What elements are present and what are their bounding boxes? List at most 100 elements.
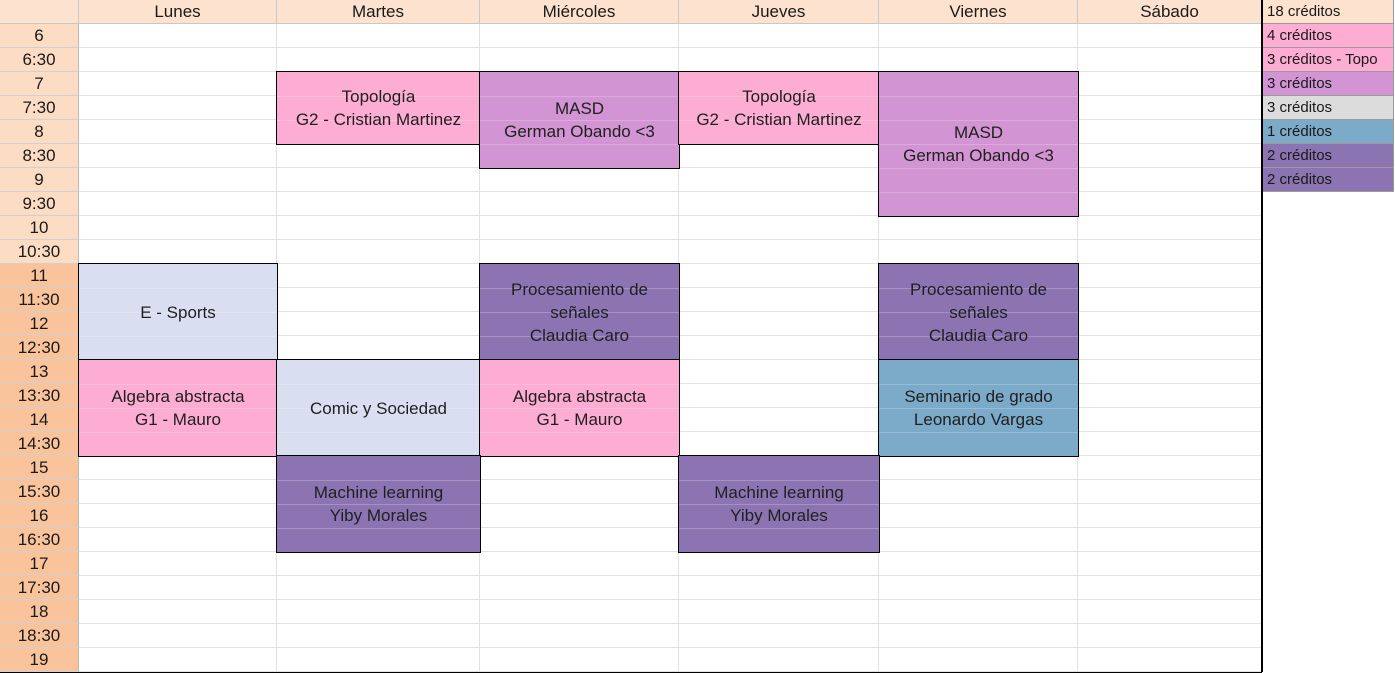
block-gridline (879, 432, 1078, 433)
course-block-line: Algebra abstracta (111, 387, 245, 406)
block-gridline (480, 408, 679, 409)
course-block[interactable]: Comic y Sociedad (276, 359, 481, 457)
block-gridline (79, 408, 277, 409)
legend-item[interactable]: 18 créditos (1263, 0, 1394, 24)
course-block-line: Claudia Caro (529, 325, 630, 345)
course-block-line: señales (550, 302, 609, 322)
course-block-line: Topología (742, 87, 816, 106)
block-gridline (277, 96, 480, 97)
time-slot-11[interactable]: 11:30 (0, 288, 79, 312)
legend-item[interactable]: 3 créditos (1263, 72, 1394, 96)
course-block[interactable]: Algebra abstracta G1 - Mauro (78, 359, 278, 457)
course-block-line: Yiby Morales (329, 506, 428, 525)
course-block-line: E - Sports (140, 302, 216, 322)
legend-item[interactable]: 2 créditos (1263, 168, 1394, 192)
block-gridline (679, 528, 879, 529)
block-gridline (277, 528, 480, 529)
legend-item[interactable]: 3 créditos - Topo (1263, 48, 1394, 72)
time-slot-23[interactable]: 17:30 (0, 576, 79, 600)
course-block-line: Yiby Morales (730, 506, 828, 525)
time-slot-20[interactable]: 16 (0, 504, 79, 528)
gridline-horizontal (79, 47, 1262, 48)
block-gridline (879, 168, 1078, 169)
day-header-1[interactable]: Martes (277, 0, 480, 24)
course-block[interactable]: Topología G2 - Cristian Martinez (276, 71, 481, 145)
gridline-horizontal (79, 647, 1262, 648)
course-block[interactable]: E - Sports (78, 263, 278, 361)
block-gridline (480, 144, 679, 145)
course-block-line: Procesamiento de (510, 279, 649, 299)
time-slot-9[interactable]: 10:30 (0, 240, 79, 264)
time-slot-0[interactable]: 6 (0, 24, 79, 48)
block-gridline (879, 408, 1078, 409)
gridline-horizontal (79, 191, 1262, 192)
block-gridline (879, 96, 1078, 97)
time-slot-3[interactable]: 7:30 (0, 96, 79, 120)
day-header-0[interactable]: Lunes (79, 0, 277, 24)
legend-item[interactable]: 4 créditos (1263, 24, 1394, 48)
block-gridline (277, 504, 480, 505)
block-gridline (277, 432, 480, 433)
gridline-horizontal (79, 551, 1262, 552)
gridline-horizontal (79, 479, 1262, 480)
gridline-horizontal (79, 671, 1262, 672)
block-gridline (679, 96, 879, 97)
time-slot-5[interactable]: 8:30 (0, 144, 79, 168)
time-slot-8[interactable]: 10 (0, 216, 79, 240)
day-header-4[interactable]: Viernes (879, 0, 1078, 24)
time-slot-10[interactable]: 11 (0, 264, 79, 288)
gridline-horizontal (79, 503, 1262, 504)
block-gridline (79, 432, 277, 433)
day-header-2[interactable]: Miércoles (480, 0, 679, 24)
time-slot-1[interactable]: 6:30 (0, 48, 79, 72)
legend-item[interactable]: 1 créditos (1263, 120, 1394, 144)
corner-cell[interactable] (0, 0, 79, 24)
time-slot-17[interactable]: 14:30 (0, 432, 79, 456)
block-gridline (79, 384, 277, 385)
time-slot-13[interactable]: 12:30 (0, 336, 79, 360)
gridline-horizontal (79, 575, 1262, 576)
gridline-horizontal (79, 623, 1262, 624)
course-block-line: Topología (341, 87, 416, 106)
time-slot-7[interactable]: 9:30 (0, 192, 79, 216)
day-header-3[interactable]: Jueves (679, 0, 879, 24)
course-block-line: G2 - Cristian Martinez (295, 110, 462, 129)
block-gridline (679, 120, 879, 121)
course-block-line: Machine learning (714, 483, 844, 502)
course-block-line: Procesamiento de (909, 279, 1048, 299)
block-gridline (679, 504, 879, 505)
block-gridline (879, 336, 1078, 337)
time-slot-16[interactable]: 14 (0, 408, 79, 432)
time-slot-18[interactable]: 15 (0, 456, 79, 480)
time-slot-21[interactable]: 16:30 (0, 528, 79, 552)
block-gridline (879, 384, 1078, 385)
day-header-5[interactable]: Sábado (1078, 0, 1262, 24)
time-slot-24[interactable]: 18 (0, 600, 79, 624)
time-slot-15[interactable]: 13:30 (0, 384, 79, 408)
time-slot-4[interactable]: 8 (0, 120, 79, 144)
legend-item[interactable]: 2 créditos (1263, 144, 1394, 168)
time-slot-19[interactable]: 15:30 (0, 480, 79, 504)
course-block-line: Algebra abstracta (512, 387, 647, 406)
time-slot-2[interactable]: 7 (0, 72, 79, 96)
course-block-line: G1 - Mauro (135, 410, 221, 429)
block-gridline (879, 288, 1078, 289)
block-gridline (480, 312, 679, 313)
time-slot-26[interactable]: 19 (0, 648, 79, 672)
time-slot-6[interactable]: 9 (0, 168, 79, 192)
legend-item[interactable]: 3 créditos (1263, 96, 1394, 120)
gridline-horizontal (79, 215, 1262, 216)
time-slot-12[interactable]: 12 (0, 312, 79, 336)
time-slot-14[interactable]: 13 (0, 360, 79, 384)
time-slot-22[interactable]: 17 (0, 552, 79, 576)
time-slot-25[interactable]: 18:30 (0, 624, 79, 648)
